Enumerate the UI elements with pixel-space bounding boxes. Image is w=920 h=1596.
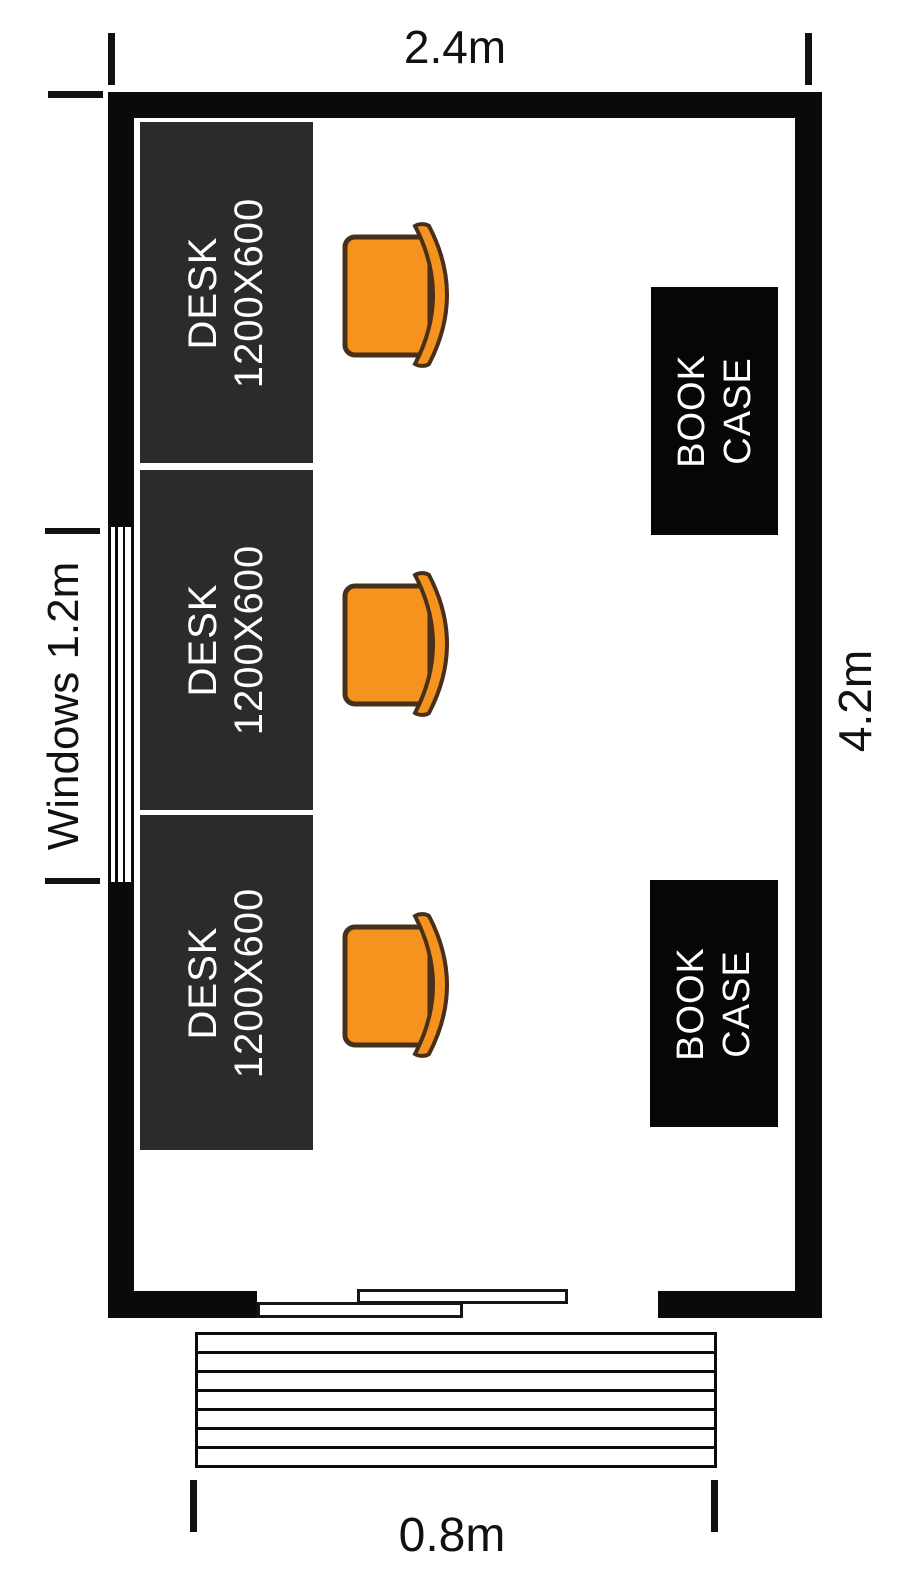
desk-3-label: DESK 1200X600	[181, 887, 272, 1078]
wall-bottom-left	[108, 1291, 257, 1318]
dim-tick-bottom-left	[190, 1480, 197, 1532]
desk-1: DESK 1200X600	[140, 122, 313, 463]
staircase	[195, 1332, 717, 1468]
dimension-width-label: 2.4m	[403, 21, 507, 73]
window-symbol	[108, 527, 134, 882]
stair-tread	[198, 1411, 714, 1430]
wall-left-lower	[108, 882, 134, 1318]
chair-icon	[342, 222, 449, 368]
desk-2-label: DESK 1200X600	[181, 544, 272, 736]
window-pane-line	[108, 527, 111, 882]
sliding-door-leaf-lower	[257, 1302, 463, 1318]
window-pane-line	[122, 527, 125, 882]
window-pane-line	[131, 527, 134, 882]
chair-icon	[342, 571, 449, 717]
desk-3: DESK 1200X600	[140, 815, 313, 1150]
wall-bottom-right	[658, 1291, 822, 1318]
dim-tick-bottom-right	[711, 1480, 718, 1532]
bookcase-2: BOOK CASE	[650, 880, 778, 1127]
chair-icon	[342, 912, 449, 1058]
bookcase-1-label: BOOK CASE	[670, 354, 759, 468]
dim-tick-window-bottom	[45, 878, 100, 884]
desk-1-label: DESK 1200X600	[181, 197, 272, 388]
dim-tick-top-right	[805, 33, 812, 85]
chair-3	[340, 912, 450, 1058]
bookcase-2-label: BOOK CASE	[670, 946, 758, 1061]
stair-tread	[198, 1354, 714, 1373]
stair-tread	[198, 1373, 714, 1392]
stair-tread	[198, 1449, 714, 1465]
window-pane-line	[115, 527, 118, 882]
stair-tread	[198, 1335, 714, 1354]
sliding-door-leaf-upper	[357, 1289, 568, 1304]
dim-tick-top-left	[108, 33, 115, 85]
desk-2: DESK 1200X600	[140, 470, 313, 810]
wall-right	[795, 92, 822, 1318]
chair-1	[340, 222, 450, 368]
dim-tick-window-top	[45, 528, 100, 534]
door-dimension-label: 0.8m	[398, 1509, 506, 1562]
stair-tread	[198, 1392, 714, 1411]
dim-tick-top-left-horizontal	[48, 91, 103, 98]
chair-2	[340, 571, 450, 717]
bookcase-1: BOOK CASE	[651, 287, 778, 535]
wall-top	[108, 92, 822, 118]
stair-tread	[198, 1430, 714, 1449]
wall-left-upper	[108, 92, 134, 527]
